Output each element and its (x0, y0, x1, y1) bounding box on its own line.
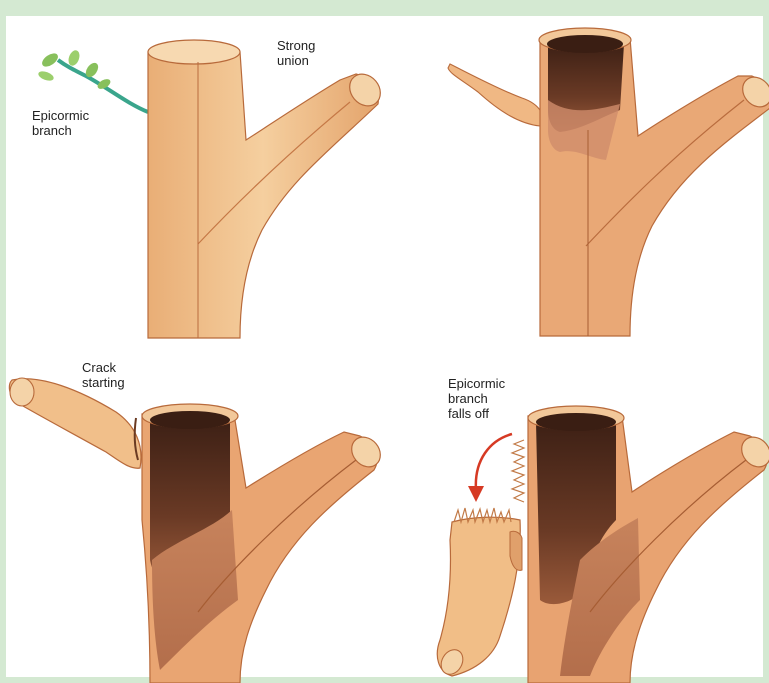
hollow-top (150, 411, 230, 429)
cut-top (148, 40, 240, 64)
label-strong-union: Strong union (277, 38, 315, 68)
epicormic-cut (10, 378, 34, 406)
hollow-top (547, 35, 623, 53)
label-crack-starting: Crack starting (82, 360, 125, 390)
hollow-top (536, 413, 616, 431)
label-epicormic-branch: Epicormic branch (32, 108, 89, 138)
label-epicormic-branch-falls-off: Epicormic branch falls off (448, 376, 505, 421)
